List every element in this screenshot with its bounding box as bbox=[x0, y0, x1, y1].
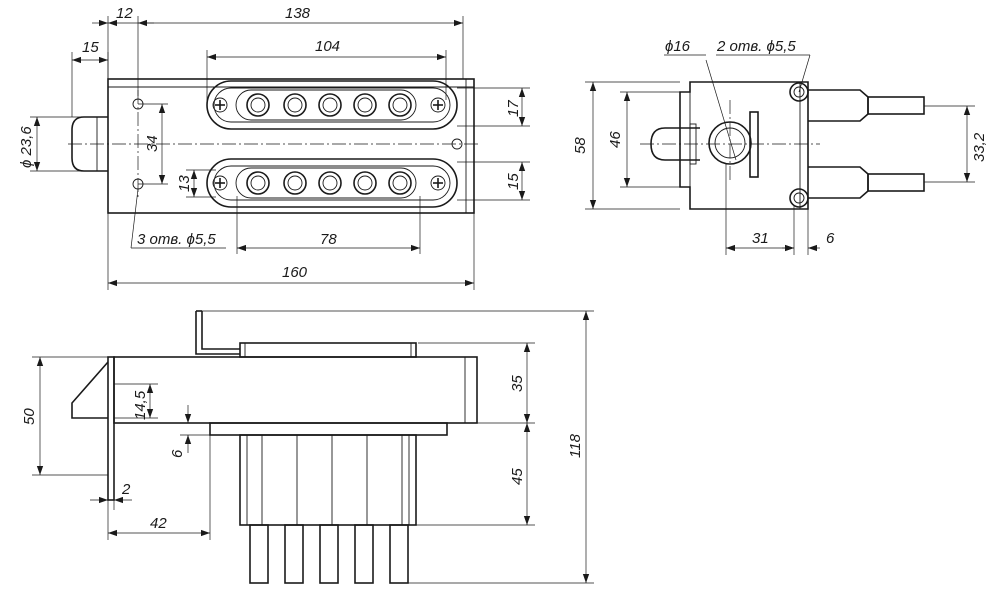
dim-2: 2 bbox=[121, 481, 131, 498]
dim-34: 34 bbox=[144, 135, 161, 152]
dim-45: 45 bbox=[509, 468, 526, 485]
dim-104: 104 bbox=[315, 38, 340, 55]
dim-118: 118 bbox=[567, 433, 584, 458]
dim-46: 46 bbox=[607, 131, 624, 148]
dim-13: 13 bbox=[176, 175, 193, 192]
dim-15-right: 15 bbox=[505, 173, 522, 190]
dim-6-front: 6 bbox=[169, 449, 186, 458]
dim-58: 58 bbox=[572, 137, 589, 154]
dim-15-knob: 15 bbox=[82, 39, 99, 56]
holes-note-2: 2 отв. ϕ5,5 bbox=[716, 38, 796, 55]
dim-138: 138 bbox=[285, 5, 311, 22]
top-view: 12 138 104 15 ϕ 23,6 34 17 13 bbox=[18, 5, 530, 290]
dim-33-2: 33,2 bbox=[971, 132, 988, 162]
dim-35: 35 bbox=[509, 375, 526, 392]
dim-78: 78 bbox=[320, 231, 337, 248]
screw-icon bbox=[212, 97, 446, 113]
dim-31: 31 bbox=[752, 230, 769, 247]
dim-160: 160 bbox=[282, 264, 308, 281]
front-view: 50 14,5 6 2 42 35 45 118 bbox=[21, 310, 594, 584]
dim-diameter-23-6: ϕ 23,6 bbox=[18, 126, 35, 168]
dim-14-5: 14,5 bbox=[132, 390, 149, 420]
screw-icon bbox=[212, 175, 446, 191]
dim-6-side: 6 bbox=[826, 230, 835, 247]
dim-17: 17 bbox=[505, 100, 522, 117]
side-view: ϕ16 2 отв. ϕ5,5 58 46 33,2 31 6 bbox=[572, 38, 988, 255]
pins bbox=[249, 435, 409, 584]
dim-50: 50 bbox=[21, 408, 38, 425]
holes-note-3: 3 отв. ϕ5,5 bbox=[137, 231, 216, 248]
dim-42: 42 bbox=[150, 515, 167, 532]
lower-buttons bbox=[246, 171, 412, 195]
upper-buttons bbox=[246, 93, 412, 117]
dim-12: 12 bbox=[116, 5, 133, 22]
dim-diameter-16: ϕ16 bbox=[665, 38, 691, 55]
